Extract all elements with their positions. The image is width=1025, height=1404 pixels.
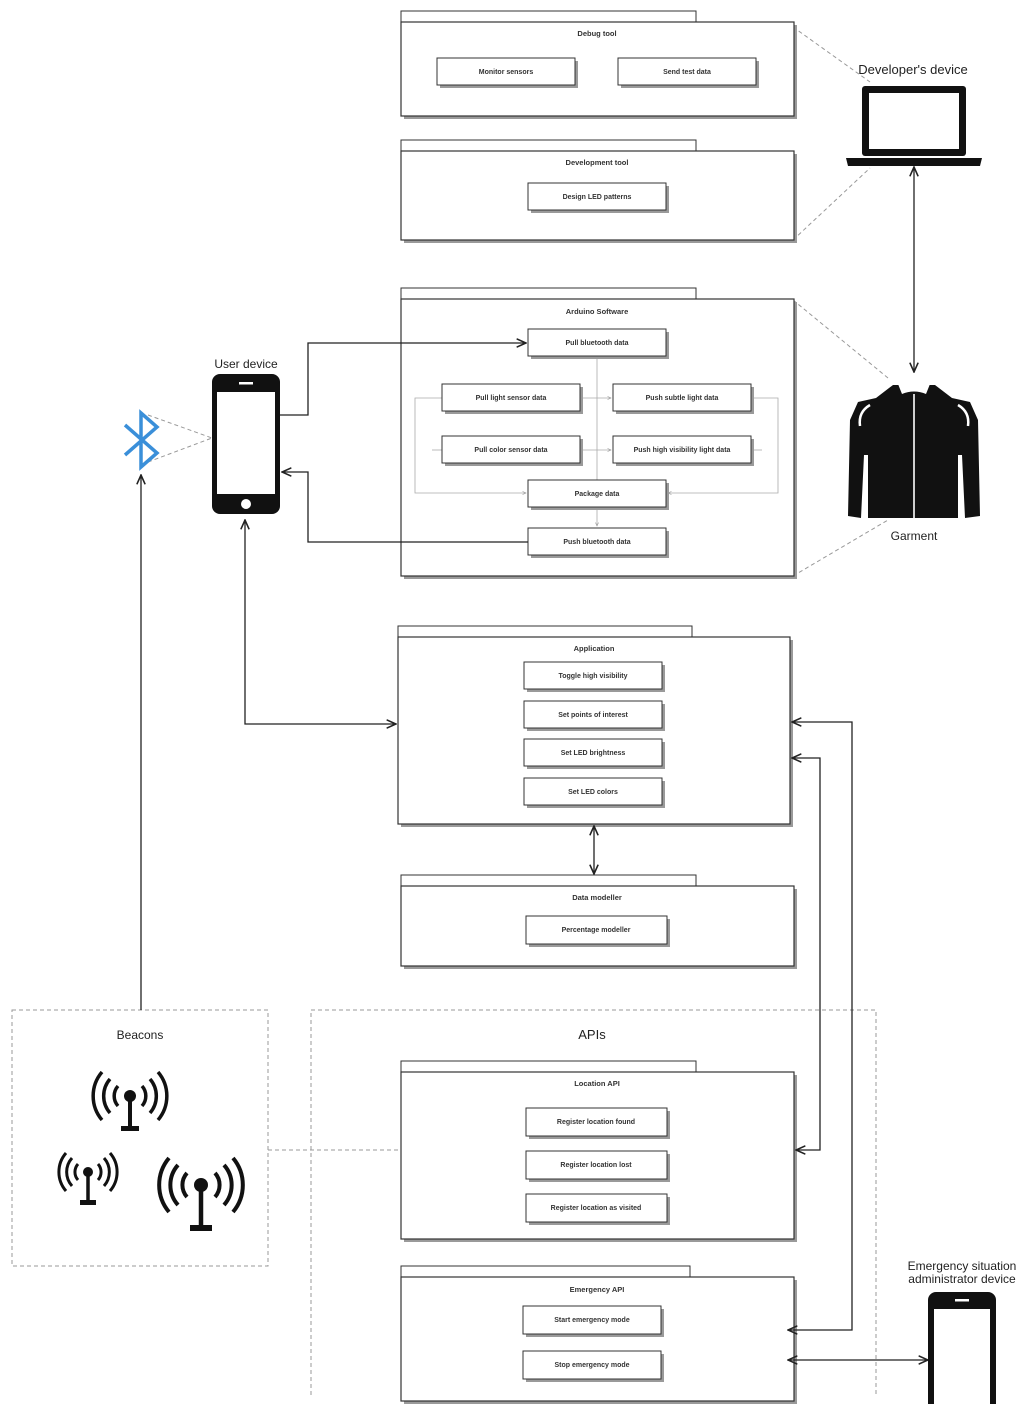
svg-text:Monitor sensors: Monitor sensors (479, 69, 534, 76)
package-title: Location API (574, 1079, 620, 1088)
component-send-test-data: Send test data (617, 57, 759, 88)
component-toggle-high-visibility: Toggle high visibility (523, 661, 665, 692)
svg-text:Send test data: Send test data (663, 69, 711, 76)
svg-text:Set points of interest: Set points of interest (558, 712, 628, 719)
smartphone-icon (212, 374, 280, 514)
component-pull-light-sensor-data: Pull light sensor data (441, 383, 583, 414)
garment: Garment (848, 381, 980, 543)
svg-text:Percentage modeller: Percentage modeller (562, 927, 631, 934)
svg-text:Stop emergency mode: Stop emergency mode (554, 1362, 629, 1369)
component-push-high-visibility-light-data: Push high visibility light data (612, 435, 754, 466)
radio-tower-icon (157, 1156, 245, 1231)
svg-text:Package data: Package data (575, 491, 620, 498)
component-pull-color-sensor-data: Pull color sensor data (441, 435, 583, 466)
svg-text:Pull bluetooth data: Pull bluetooth data (566, 340, 629, 347)
emergency-api-items: Start emergency mode Stop emergency mode (522, 1305, 664, 1382)
svg-text:Toggle high visibility: Toggle high visibility (558, 673, 627, 680)
jacket-icon (848, 381, 980, 518)
svg-text:Start emergency mode: Start emergency mode (554, 1317, 630, 1324)
package-emergency-api: Emergency API (400, 1265, 797, 1404)
package-title: Arduino Software (566, 307, 629, 316)
package-title: Data modeller (572, 893, 622, 902)
radio-tower-icon (57, 1152, 119, 1205)
svg-text:Push bluetooth data: Push bluetooth data (563, 539, 630, 546)
svg-text:Register location as visited: Register location as visited (551, 1205, 642, 1212)
component-set-points-of-interest: Set points of interest (523, 700, 665, 731)
bluetooth-icon (123, 409, 160, 471)
svg-text:Pull light sensor data: Pull light sensor data (476, 395, 547, 402)
user-device: User device (212, 357, 280, 514)
developer-device-label: Developer's device (858, 62, 967, 77)
svg-text:Register location lost: Register location lost (560, 1162, 632, 1169)
radio-tower-icon (91, 1070, 169, 1131)
component-design-led-patterns: Design LED patterns (527, 182, 669, 213)
flow-arrows (141, 167, 928, 1360)
svg-text:Push high visibility light dat: Push high visibility light data (634, 447, 731, 454)
svg-text:Push subtle light data: Push subtle light data (646, 395, 719, 402)
component-stop-emergency-mode: Stop emergency mode (522, 1350, 664, 1382)
svg-text:Set LED colors: Set LED colors (568, 789, 618, 796)
apis-group: APIs (310, 1009, 877, 1395)
garment-label: Garment (891, 529, 938, 543)
package-title: Development tool (566, 158, 629, 167)
beacons-label: Beacons (117, 1028, 164, 1042)
developer-device: Developer's device (846, 62, 982, 166)
package-title: Emergency API (570, 1285, 625, 1294)
component-push-subtle-light-data: Push subtle light data (612, 383, 754, 414)
package-title: Debug tool (577, 29, 616, 38)
component-start-emergency-mode: Start emergency mode (522, 1305, 664, 1337)
svg-text:Pull color sensor data: Pull color sensor data (474, 447, 547, 454)
apis-label: APIs (578, 1027, 606, 1042)
emergency-admin-label-line1: Emergency situation (908, 1259, 1017, 1273)
emergency-admin-label-line2: administrator device (908, 1272, 1016, 1286)
emergency-admin-device: Emergency situation administrator device (908, 1259, 1017, 1404)
component-percentage-modeller: Percentage modeller (525, 915, 670, 947)
component-set-led-brightness: Set LED brightness (523, 738, 665, 769)
dashed-associations (147, 26, 889, 1151)
arduino-inner-connectors (414, 357, 779, 526)
beacons-group: Beacons (11, 1009, 269, 1267)
component-register-location-lost: Register location lost (525, 1150, 670, 1182)
component-push-bluetooth-data: Push bluetooth data (527, 527, 669, 558)
arduino-software-items: Pull bluetooth data Pull light sensor da… (441, 328, 754, 558)
laptop-icon (846, 86, 982, 166)
component-package-data: Package data (527, 479, 669, 510)
svg-text:Set LED brightness: Set LED brightness (561, 750, 626, 757)
component-monitor-sensors: Monitor sensors (436, 57, 578, 88)
component-register-location-as-visited: Register location as visited (525, 1193, 670, 1225)
smartphone-icon (928, 1292, 996, 1404)
svg-text:Design LED patterns: Design LED patterns (563, 194, 632, 201)
data-modeller-items: Percentage modeller (525, 915, 670, 947)
development-tool-items: Design LED patterns (527, 182, 669, 213)
component-pull-bluetooth-data: Pull bluetooth data (527, 328, 669, 359)
component-set-led-colors: Set LED colors (523, 777, 665, 808)
package-title: Application (574, 644, 615, 653)
svg-text:Register location found: Register location found (557, 1119, 635, 1126)
location-api-items: Register location found Register locatio… (525, 1107, 670, 1225)
debug-tool-items: Monitor sensors Send test data (436, 57, 759, 88)
user-device-label: User device (214, 357, 278, 371)
component-register-location-found: Register location found (525, 1107, 670, 1139)
application-items: Toggle high visibility Set points of int… (523, 661, 665, 808)
